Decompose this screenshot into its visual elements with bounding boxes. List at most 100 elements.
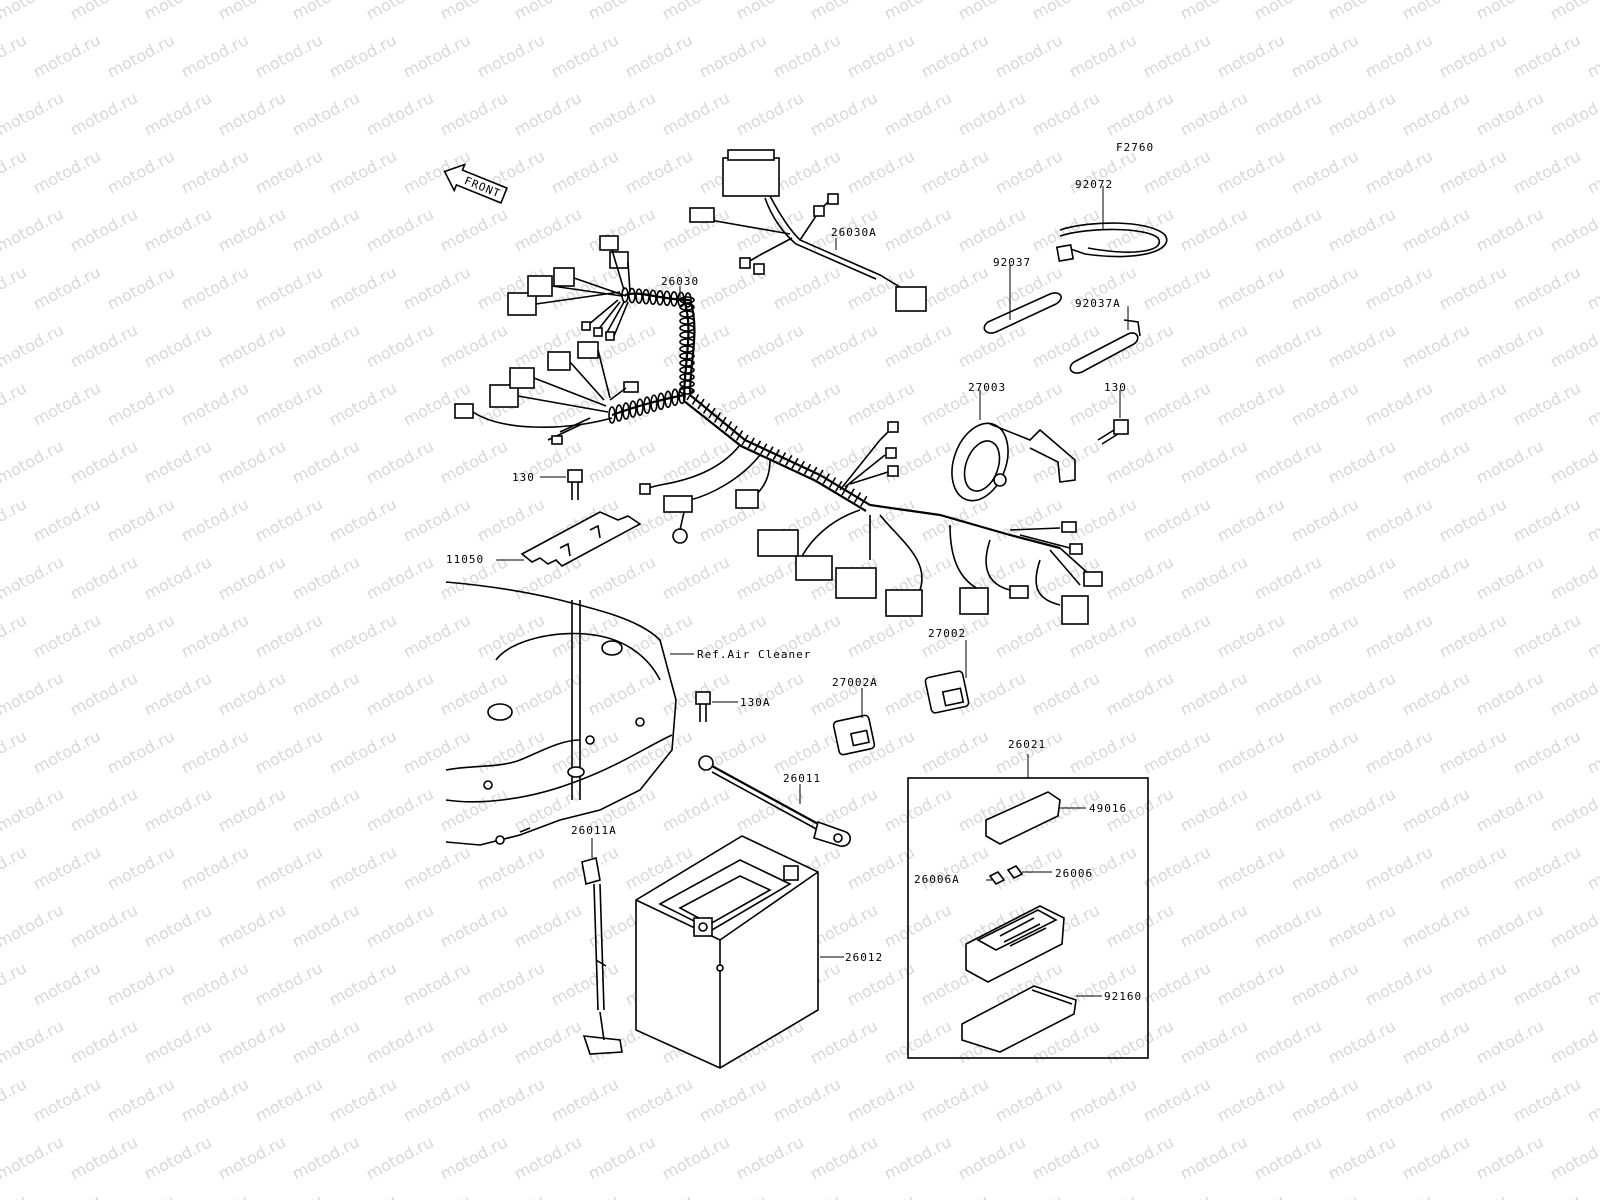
watermark-text: motod.ru (881, 1132, 955, 1183)
watermark-text: motod.ru (178, 842, 252, 893)
watermark-text: motod.ru (326, 958, 400, 1009)
watermark-text: motod.ru (400, 842, 474, 893)
bolt-130-right (1097, 419, 1129, 445)
watermark-text: motod.ru (363, 668, 437, 719)
watermark-text: motod.ru (1436, 146, 1510, 197)
watermark-text: motod.ru (326, 726, 400, 777)
watermark-text: motod.ru (363, 552, 437, 603)
harness-coil-mark (677, 291, 685, 308)
watermark-text: motod.ru (1029, 668, 1103, 719)
watermark-text: motod.ru (511, 900, 585, 951)
harness-coil-mark (679, 317, 695, 325)
watermark-text: motod.ru (918, 30, 992, 81)
watermark-text: motod.ru (1214, 146, 1288, 197)
watermark-text: motod.ru (363, 436, 437, 487)
watermark-text: motod.ru (918, 146, 992, 197)
watermark-text: motod.ru (733, 784, 807, 835)
watermark-text: motod.ru (289, 1132, 363, 1183)
watermark-text: motod.ru (1510, 610, 1584, 661)
watermark-text: motod.ru (0, 30, 30, 81)
harness-coil-mark (657, 392, 665, 411)
label-26021: 26021 (1008, 738, 1046, 751)
watermark-text: motod.ru (1362, 958, 1436, 1009)
watermark-text: motod.ru (1510, 494, 1584, 545)
watermark-text: motod.ru (0, 1132, 67, 1183)
watermark-text: motod.ru (1251, 1132, 1325, 1183)
watermark-text: motod.ru (1214, 958, 1288, 1009)
watermark-text: motod.ru (1473, 320, 1547, 371)
watermark-text: motod.ru (1436, 1074, 1510, 1125)
watermark-text: motod.ru (1362, 1074, 1436, 1125)
relay-27002A (832, 714, 876, 756)
watermark-text: motod.ru (1510, 842, 1584, 893)
label-130-left: 130 (512, 471, 535, 484)
watermark-text: motod.ru (1362, 726, 1436, 777)
watermark-text: motod.ru (1177, 204, 1251, 255)
watermark-text: motod.ru (696, 30, 770, 81)
watermark-text: motod.ru (326, 146, 400, 197)
watermark-text: motod.ru (1547, 552, 1600, 603)
watermark-text: motod.ru (548, 1074, 622, 1125)
watermark-text: motod.ru (622, 146, 696, 197)
watermark-text: motod.ru (1177, 900, 1251, 951)
watermark-text: motod.ru (1140, 1074, 1214, 1125)
watermark-text: motod.ru (289, 552, 363, 603)
watermark-text: motod.ru (0, 1190, 30, 1200)
watermark-text: motod.ru (1140, 494, 1214, 545)
main-wiring-harness (454, 235, 1103, 625)
watermark-text: motod.ru (1140, 262, 1214, 313)
watermark-text: motod.ru (918, 262, 992, 313)
watermark-text: motod.ru (215, 88, 289, 139)
watermark-text: motod.ru (1325, 88, 1399, 139)
watermark-text: motod.ru (215, 0, 289, 24)
watermark-text: motod.ru (1214, 842, 1288, 893)
watermark-text: motod.ru (30, 1074, 104, 1125)
watermark-text: motod.ru (437, 784, 511, 835)
watermark-text: motod.ru (1325, 784, 1399, 835)
watermark-text: motod.ru (363, 204, 437, 255)
harness-coil-mark (650, 394, 658, 413)
sub-wiring-harness (689, 149, 927, 312)
watermark-text: motod.ru (363, 784, 437, 835)
harness-coil-mark (664, 390, 672, 409)
harness-wrap-mark (791, 457, 799, 469)
harness-coil-mark (642, 288, 650, 305)
watermark-text: motod.ru (252, 610, 326, 661)
watermark-text: motod.ru (844, 378, 918, 429)
harness-wrap-mark (828, 477, 837, 488)
watermark-text: motod.ru (1510, 1074, 1584, 1125)
watermark-text: motod.ru (104, 378, 178, 429)
harness-coil-mark (643, 396, 651, 415)
watermark-text: motod.ru (104, 30, 178, 81)
watermark-text: motod.ru (1103, 1016, 1177, 1067)
label-27002: 27002 (928, 627, 966, 640)
watermark-text: motod.ru (1436, 1190, 1510, 1200)
watermark-text: motod.ru (1362, 30, 1436, 81)
watermark-text: motod.ru (992, 1074, 1066, 1125)
watermark-text: motod.ru (437, 436, 511, 487)
watermark-text: motod.ru (1251, 88, 1325, 139)
clamp-92037A (1069, 319, 1141, 374)
watermark-text: motod.ru (104, 1074, 178, 1125)
label-49016: 49016 (1089, 802, 1127, 815)
watermark-text: motod.ru (474, 842, 548, 893)
watermark-text: motod.ru (252, 146, 326, 197)
watermark-text: motod.ru (363, 0, 437, 24)
watermark-text: motod.ru (511, 668, 585, 719)
watermark-text: motod.ru (1288, 30, 1362, 81)
label-92072: 92072 (1075, 178, 1113, 191)
watermark-text: motod.ru (585, 204, 659, 255)
watermark-text: motod.ru (1473, 552, 1547, 603)
watermark-text: motod.ru (955, 1132, 1029, 1183)
watermark-text: motod.ru (104, 494, 178, 545)
watermark-text: motod.ru (1584, 842, 1600, 893)
watermark-text: motod.ru (1510, 30, 1584, 81)
watermark-text: motod.ru (104, 726, 178, 777)
watermark-text: motod.ru (1325, 1016, 1399, 1067)
watermark-text: motod.ru (807, 88, 881, 139)
watermark-text: motod.ru (1140, 726, 1214, 777)
watermark-text: motod.ru (326, 842, 400, 893)
watermark-text: motod.ru (1214, 1190, 1288, 1200)
watermark-text: motod.ru (1177, 436, 1251, 487)
watermark-text: motod.ru (1399, 784, 1473, 835)
